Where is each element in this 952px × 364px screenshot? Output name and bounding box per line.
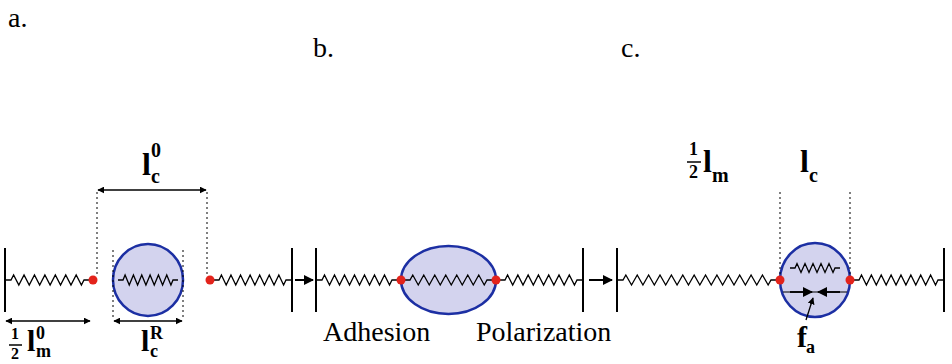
adhesion-dot <box>206 276 215 285</box>
spring <box>618 275 776 285</box>
adhesion-dot <box>397 276 406 285</box>
spring <box>214 275 291 285</box>
wall <box>315 248 317 312</box>
spring <box>405 275 492 285</box>
guide-line <box>207 192 208 274</box>
cell <box>401 246 496 314</box>
fraction-numerator: 1 <box>689 140 698 158</box>
spring <box>790 264 840 273</box>
adhesion-dot <box>492 276 501 285</box>
guide-line <box>850 192 851 274</box>
stage-arrows <box>295 279 612 281</box>
length-symbol: l <box>141 326 149 356</box>
leader-line <box>806 298 813 320</box>
guide-line <box>780 192 781 274</box>
length-symbol: l <box>800 145 809 177</box>
length-symbol: l <box>27 326 35 356</box>
spring <box>854 275 943 285</box>
dimension-arrow <box>114 320 182 322</box>
superscript: R <box>150 324 163 342</box>
guide-lines <box>97 192 850 320</box>
subscript: m <box>712 165 729 185</box>
stage-caption: Polarization <box>476 318 611 346</box>
spring <box>6 275 89 285</box>
panel-letter: c. <box>621 34 640 62</box>
guide-line <box>113 250 114 320</box>
guide-line <box>183 250 184 320</box>
superscript: 0 <box>36 324 45 342</box>
stage-arrow <box>295 279 313 281</box>
length-symbol: l <box>703 145 712 177</box>
dimension-arrow <box>6 320 90 322</box>
guide-line <box>97 192 98 274</box>
wall <box>291 248 293 312</box>
fraction-numerator: 1 <box>11 326 19 342</box>
wall <box>4 248 6 312</box>
wall <box>582 248 584 312</box>
length-symbol: l <box>142 148 151 180</box>
panel-letter: a. <box>8 4 27 32</box>
panel-letter: b. <box>313 34 334 62</box>
spring <box>118 275 178 285</box>
wall <box>943 248 945 312</box>
adhesion-dot <box>846 276 855 285</box>
force-arrow <box>790 291 812 293</box>
stage-arrow <box>589 279 612 281</box>
force-line <box>783 291 847 292</box>
adhesion-dot <box>776 276 785 285</box>
force-arrow <box>818 291 840 293</box>
cell <box>113 244 183 316</box>
stage-caption: Adhesion <box>323 318 430 346</box>
subscript: c <box>151 166 160 186</box>
fraction-denominator: 2 <box>689 163 698 181</box>
fraction-bars <box>9 162 701 345</box>
dimension-arrow <box>98 189 206 191</box>
superscript: 0 <box>151 140 161 160</box>
dimension-arrows <box>6 190 206 321</box>
cell <box>780 243 850 317</box>
force-symbol: f <box>797 322 807 352</box>
springs <box>6 264 943 286</box>
subscript: m <box>36 342 51 360</box>
active-force <box>783 292 847 320</box>
wall <box>616 248 618 312</box>
subscript: c <box>809 165 818 185</box>
adhesion-points <box>89 276 855 285</box>
spring <box>500 275 582 285</box>
fraction-denominator: 2 <box>11 346 19 362</box>
spring <box>317 275 397 285</box>
subscript: c <box>150 342 158 360</box>
subscript: a <box>806 338 815 356</box>
adhesion-dot <box>89 276 98 285</box>
